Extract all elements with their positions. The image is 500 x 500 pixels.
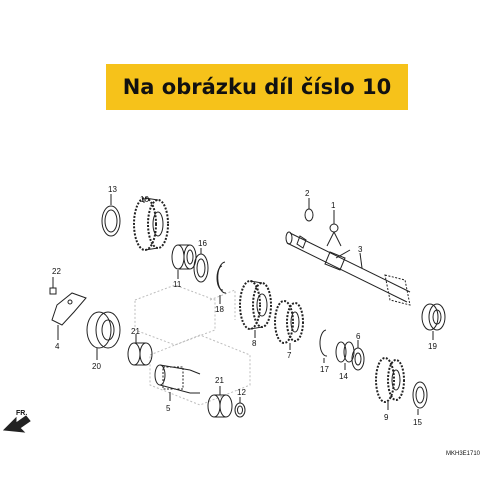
part-16-washer bbox=[193, 248, 209, 283]
part-14-bushing bbox=[335, 341, 355, 370]
callout-11: 11 bbox=[173, 280, 182, 289]
callout-22: 22 bbox=[52, 267, 61, 276]
callout-5: 5 bbox=[166, 404, 171, 413]
callout-7: 7 bbox=[287, 351, 292, 360]
callout-1: 1 bbox=[331, 201, 336, 210]
part-2-collar bbox=[304, 198, 314, 222]
callout-6: 6 bbox=[356, 332, 361, 341]
callout-18: 18 bbox=[215, 305, 224, 314]
part-19-bearing bbox=[421, 303, 446, 340]
callout-13: 13 bbox=[108, 185, 117, 194]
ghost-parts bbox=[134, 284, 251, 406]
part-18-circlip bbox=[216, 261, 227, 304]
callout-10: 10 bbox=[140, 195, 149, 204]
callout-9: 9 bbox=[384, 413, 389, 422]
banner-text: Na obrázku díl číslo 10 bbox=[122, 75, 392, 99]
part-21-needle-bearing-upper bbox=[127, 334, 153, 366]
callout-8: 8 bbox=[252, 339, 257, 348]
callout-2: 2 bbox=[305, 189, 310, 198]
part-8-gear bbox=[239, 280, 272, 338]
part-3-mainshaft bbox=[285, 231, 411, 306]
part-6-washer bbox=[351, 340, 365, 371]
callout-14: 14 bbox=[339, 372, 348, 381]
callout-12: 12 bbox=[237, 388, 246, 397]
part-banner: Na obrázku díl číslo 10 bbox=[106, 64, 408, 110]
part-13-washer bbox=[101, 194, 121, 237]
part-1-pins bbox=[326, 210, 342, 247]
callout-19: 19 bbox=[428, 342, 437, 351]
callout-4: 4 bbox=[55, 342, 60, 351]
part-5-countershaft bbox=[154, 364, 201, 401]
part-21-needle-bearing-lower bbox=[207, 386, 233, 418]
part-20-bearing bbox=[86, 311, 121, 360]
part-4-plate bbox=[51, 292, 87, 340]
diagram-code: MKH3E1710 bbox=[446, 451, 481, 457]
part-22-bolt bbox=[49, 277, 57, 295]
callout-16: 16 bbox=[198, 239, 207, 248]
part-15-washer bbox=[412, 381, 428, 415]
callout-labels: 13 10 16 11 18 2 1 3 22 4 20 21 8 7 5 21… bbox=[16, 185, 481, 457]
callout-17: 17 bbox=[320, 365, 329, 374]
part-7-gear bbox=[274, 300, 304, 350]
callout-20: 20 bbox=[92, 362, 101, 371]
part-17-circlip bbox=[319, 329, 328, 363]
part-9-gear bbox=[375, 357, 405, 410]
part-11-bushing bbox=[171, 244, 197, 279]
front-label: FR. bbox=[16, 410, 27, 417]
part-10-gear bbox=[133, 197, 169, 251]
part-12-collar bbox=[234, 397, 246, 418]
callout-15: 15 bbox=[413, 418, 422, 427]
callout-3: 3 bbox=[358, 245, 363, 254]
front-arrow-icon bbox=[2, 415, 31, 433]
callout-21-upper: 21 bbox=[131, 327, 140, 336]
callout-21-lower: 21 bbox=[215, 376, 224, 385]
